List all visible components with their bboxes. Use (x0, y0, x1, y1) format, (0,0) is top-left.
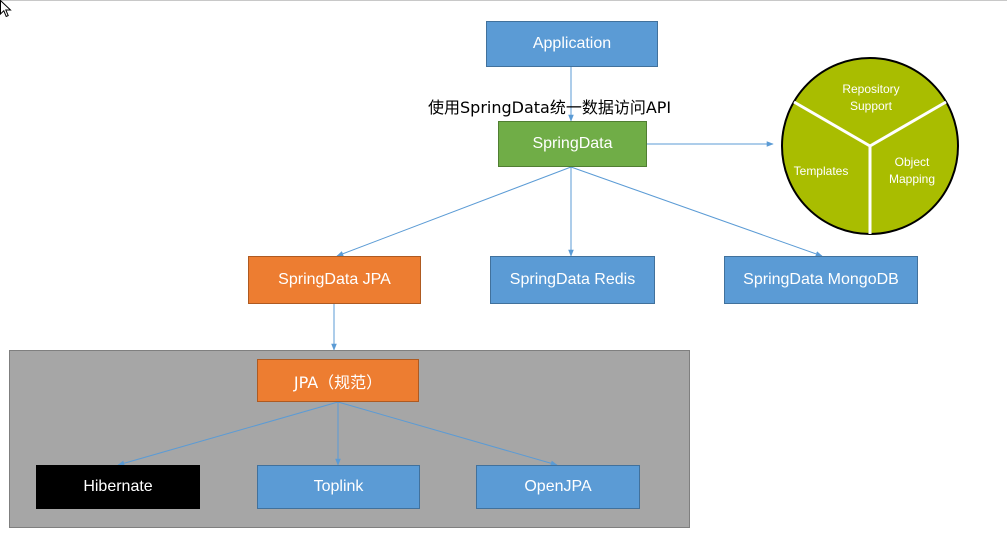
mouse-cursor-icon (0, 0, 12, 18)
feature-wheel (781, 57, 959, 235)
edge-springdata-jpa (336, 166, 572, 257)
unified-api-label: 使用SpringData统一数据访问API (428, 98, 672, 117)
repository-support-segment: Repository Support (842, 82, 900, 113)
springdata-mongodb-node: SpringData MongoDB (724, 256, 918, 304)
templates-segment: Templates (793, 164, 849, 178)
hibernate-node: Hibernate (36, 465, 200, 509)
jpa-spec-node: JPA（规范） (257, 359, 419, 402)
top-border-line (0, 0, 1007, 1)
object-mapping-segment: Object Mapping (888, 155, 936, 186)
springdata-node: SpringData (498, 121, 647, 167)
application-node: Application (486, 21, 658, 67)
springdata-jpa-node: SpringData JPA (248, 256, 421, 304)
springdata-redis-node: SpringData Redis (490, 256, 655, 304)
edge-spec-openjpa (337, 401, 558, 466)
edge-spec-hibernate (117, 401, 339, 466)
edge-springdata-mongodb (570, 166, 823, 257)
openjpa-node: OpenJPA (476, 465, 640, 509)
toplink-node: Toplink (257, 465, 420, 509)
